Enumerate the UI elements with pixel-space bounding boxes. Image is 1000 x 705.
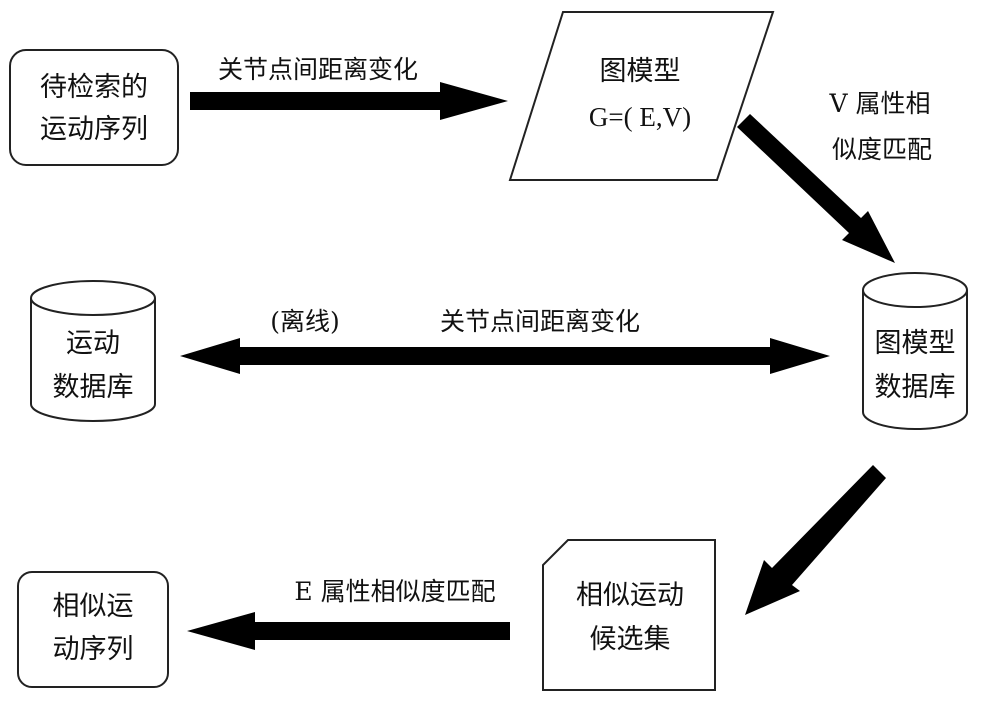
graph-model-node: 图模型 G=( E,V) [508,11,775,181]
candidate-set-node: 相似运动 候选集 [542,539,716,691]
edge-label-v-attr-line1: V 属性相 [828,89,930,118]
motion-db-line1: 运动 [66,328,120,359]
candidate-set-line2: 候选集 [590,624,671,655]
query-sequence-line2: 运动序列 [40,114,148,145]
similar-sequence-node: 相似运 动序列 [17,571,169,688]
arrow-candidates-to-result: E 属性相似度匹配 [187,577,510,650]
graph-model-line2: G=( E,V) [589,102,691,132]
graph-database-node: 图模型 数据库 [862,272,968,430]
arrow-graph-to-db: V 属性相 似度匹配 [737,89,932,263]
arrow-db-to-candidates [745,465,886,615]
edge-label-joint-distance: 关节点间距离变化 [218,55,418,84]
graph-model-line1: 图模型 [600,56,681,87]
edge-label-v-attr-line2: 似度匹配 [832,135,932,164]
query-sequence-line1: 待检索的 [40,72,148,103]
similar-sequence-line2: 动序列 [53,634,134,665]
edge-label-e-attr: E 属性相似度匹配 [294,577,495,606]
graph-db-line2: 数据库 [875,372,956,403]
arrow-query-to-graph: 关节点间距离变化 [190,55,508,120]
similar-sequence-line1: 相似运 [53,591,134,622]
edge-label-offline: (离线) [270,307,340,336]
candidate-set-line1: 相似运动 [576,580,684,611]
edge-label-joint-distance-offline: 关节点间距离变化 [440,307,640,336]
motion-db-line2: 数据库 [53,372,134,403]
arrow-bidirectional-offline: (离线) 关节点间距离变化 [180,307,830,374]
motion-database-node: 运动 数据库 [30,280,156,422]
query-sequence-node: 待检索的 运动序列 [9,49,179,166]
graph-db-line1: 图模型 [875,328,956,359]
